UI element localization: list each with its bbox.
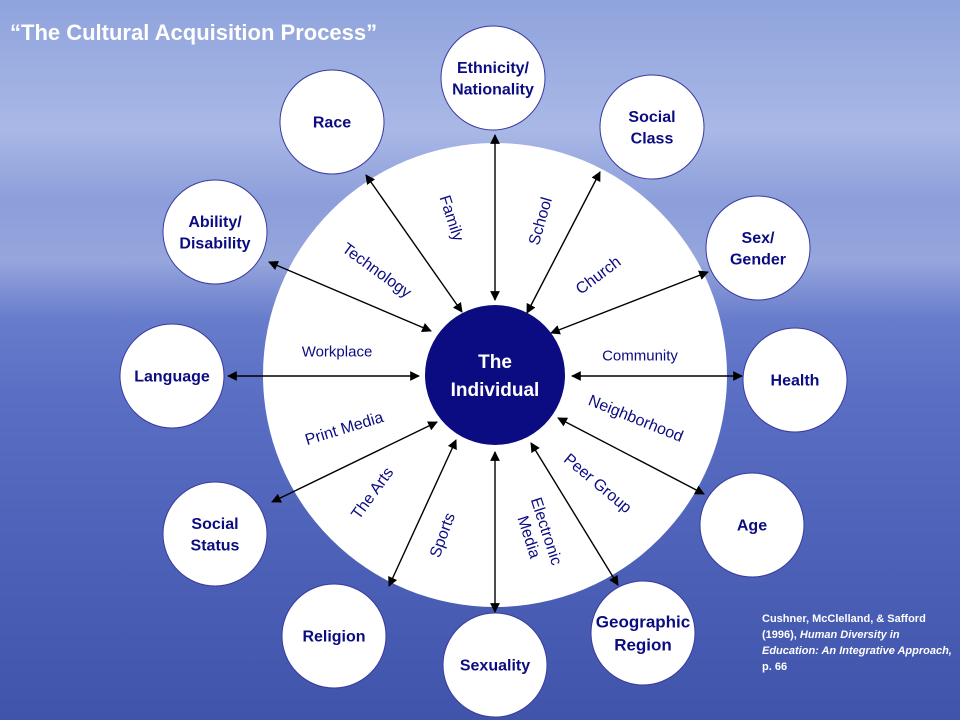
factor-language-label: Language bbox=[134, 369, 210, 386]
factor-geographic-region-label: Region bbox=[614, 635, 672, 654]
factor-geographic-region-circle bbox=[590, 580, 696, 686]
factor-sexuality: Sexuality bbox=[442, 612, 548, 718]
arrow-religion bbox=[388, 439, 457, 587]
factor-ability-disability-label: Disability bbox=[179, 235, 250, 252]
factor-ethnicity-circle bbox=[440, 25, 546, 131]
factor-race-label: Race bbox=[313, 115, 351, 132]
arrow-age bbox=[557, 417, 705, 495]
factor-sexuality-circle bbox=[442, 612, 548, 718]
citation: Cushner, McClelland, & Safford (1996), H… bbox=[762, 612, 952, 676]
factor-age-circle bbox=[699, 472, 805, 578]
agent-community: Community bbox=[602, 347, 678, 364]
factor-ability-disability-label: Ability/ bbox=[188, 214, 242, 231]
arrow-social-status bbox=[271, 421, 438, 503]
factor-sex-gender-circle bbox=[705, 195, 811, 301]
page-title: “The Cultural Acquisition Process” bbox=[10, 20, 378, 45]
arrow-sex-gender bbox=[550, 270, 709, 335]
factor-social-status-circle bbox=[162, 481, 268, 587]
factor-race: Race bbox=[279, 69, 385, 175]
arrow-social-class bbox=[526, 171, 601, 314]
factor-ethnicity-label: Nationality bbox=[452, 81, 534, 98]
factor-social-status-label: Social bbox=[191, 516, 238, 533]
factor-health-circle bbox=[742, 327, 848, 433]
factor-ability-disability: Ability/Disability bbox=[162, 179, 268, 285]
agent-community-label: Community bbox=[602, 347, 678, 364]
factor-health-label: Health bbox=[771, 373, 820, 390]
individual-circle bbox=[425, 305, 565, 445]
agent-workplace: Workplace bbox=[302, 343, 373, 360]
citation-page: p. 66 bbox=[762, 660, 788, 673]
factor-social-class-label: Class bbox=[631, 130, 674, 147]
factor-sexuality-label: Sexuality bbox=[460, 658, 530, 675]
arrow-ability-disability bbox=[268, 260, 432, 333]
factor-age: Age bbox=[699, 472, 805, 578]
factor-sex-gender: Sex/Gender bbox=[705, 195, 811, 301]
factor-age-label: Age bbox=[737, 518, 767, 535]
factor-sex-gender-label: Sex/ bbox=[742, 230, 775, 247]
factor-religion-label: Religion bbox=[302, 629, 365, 646]
factor-social-status-label: Status bbox=[191, 537, 240, 554]
factor-sex-gender-label: Gender bbox=[730, 251, 786, 268]
factor-language: Language bbox=[119, 323, 225, 429]
factor-religion: Religion bbox=[281, 583, 387, 689]
factor-race-circle bbox=[279, 69, 385, 175]
factor-ethnicity: Ethnicity/Nationality bbox=[440, 25, 546, 131]
arrow-race bbox=[365, 174, 463, 313]
factor-ethnicity-label: Ethnicity/ bbox=[457, 60, 530, 77]
factor-health: Health bbox=[742, 327, 848, 433]
factor-language-circle bbox=[119, 323, 225, 429]
factor-ability-disability-circle bbox=[162, 179, 268, 285]
center-label-line2: Individual bbox=[451, 380, 540, 401]
factor-social-class-label: Social bbox=[628, 109, 675, 126]
citation-work: Human Diversity in Education: An Integra… bbox=[762, 628, 952, 657]
agent-workplace-label: Workplace bbox=[302, 343, 373, 360]
factor-social-class-circle bbox=[599, 74, 705, 180]
factor-religion-circle bbox=[281, 583, 387, 689]
factor-geographic-region-label: Geographic bbox=[596, 612, 690, 631]
arrow-geographic-region bbox=[530, 442, 619, 586]
center-label-line1: The bbox=[478, 352, 512, 373]
citation-authors: Cushner, McClelland, & Safford (1996), bbox=[762, 613, 926, 641]
